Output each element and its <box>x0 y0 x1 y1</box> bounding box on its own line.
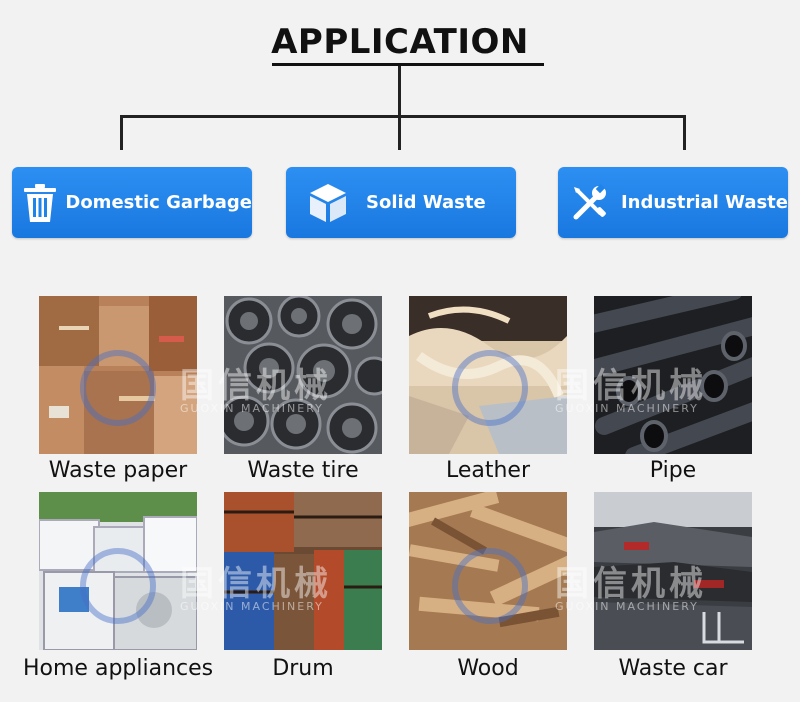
drum-image <box>224 492 382 650</box>
watermark-subtext: GUOXIN MACHINERY <box>180 402 324 415</box>
watermark-logo <box>80 548 156 624</box>
watermark-text: 国信机械 <box>180 366 332 406</box>
watermark-logo <box>80 350 156 426</box>
waste-tire-image <box>224 296 382 454</box>
item-caption-waste-car: Waste car <box>618 656 728 681</box>
category-solid-waste[interactable]: Solid Waste <box>286 167 516 238</box>
watermark-text: 国信机械 <box>555 366 707 406</box>
watermark-text: 国信机械 <box>180 564 332 604</box>
watermark-subtext: GUOXIN MACHINERY <box>180 600 324 613</box>
category-label: Solid Waste <box>366 192 486 213</box>
category-industrial-waste[interactable]: Industrial Waste <box>558 167 788 238</box>
tree-trunk <box>398 66 401 116</box>
tree-right-drop <box>683 115 686 150</box>
tree-center-drop <box>398 115 401 150</box>
category-domestic-garbage[interactable]: Domestic Garbage <box>12 167 252 238</box>
cube-icon <box>298 182 358 224</box>
category-label: Industrial Waste <box>620 192 788 213</box>
item-caption-drum: Drum <box>272 656 334 681</box>
watermark-logo <box>452 548 528 624</box>
watermark-subtext: GUOXIN MACHINERY <box>555 600 699 613</box>
item-caption-wood: Wood <box>457 656 519 681</box>
item-caption-waste-tire: Waste tire <box>247 458 359 483</box>
watermark-logo <box>452 350 528 426</box>
tree-branch <box>120 115 686 118</box>
watermark-subtext: GUOXIN MACHINERY <box>555 402 699 415</box>
title-underline <box>272 63 544 66</box>
item-caption-home-appliances: Home appliances <box>23 656 214 681</box>
trash-can-icon <box>18 183 61 223</box>
page-title: APPLICATION <box>271 22 529 62</box>
tree-left-drop <box>120 115 123 150</box>
item-caption-pipe: Pipe <box>649 458 697 483</box>
waste-car-image <box>594 492 752 650</box>
item-caption-waste-paper: Waste paper <box>48 458 188 483</box>
watermark-text: 国信机械 <box>555 564 707 604</box>
wrench-screwdriver-icon <box>566 183 615 223</box>
category-label: Domestic Garbage <box>65 192 252 213</box>
item-caption-leather: Leather <box>445 458 531 483</box>
pipe-image <box>594 296 752 454</box>
